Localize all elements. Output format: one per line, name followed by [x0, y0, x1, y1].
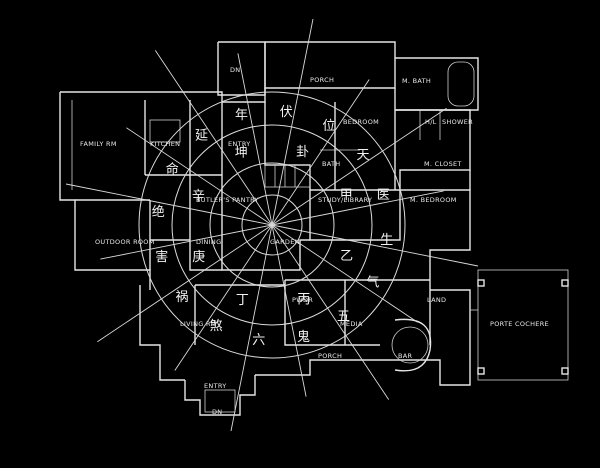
trigram-char: 祸 — [176, 290, 189, 305]
compass-ray — [100, 224, 273, 260]
label-bath: BATH — [322, 160, 340, 168]
label-butlers-pantry: BUTLER'S PANTRY — [196, 196, 259, 204]
trigram-char: 年 — [235, 108, 248, 123]
trigram-char: 煞 — [210, 319, 223, 334]
bagua-compass — [65, 18, 479, 432]
compass-ray — [271, 79, 370, 226]
label-m-closet: M. CLOSET — [424, 160, 462, 168]
label-family-rm: FAMILY RM — [80, 140, 117, 148]
trigram-char: 伏 — [280, 105, 293, 120]
compass-ray — [271, 224, 418, 323]
trigram-char: 命 — [166, 162, 179, 178]
label-dn-top: DN — [230, 66, 240, 74]
label-m-bedroom: M. BEDROOM — [410, 196, 457, 204]
label-outdoor-room: OUTDOOR ROOM — [95, 238, 155, 246]
compass-ray — [154, 50, 273, 226]
trigram-char: 绝 — [152, 204, 165, 220]
label-hl: H/L — [425, 118, 437, 126]
palace-char: 甲 — [340, 188, 353, 203]
compass-ray — [237, 53, 273, 226]
label-dining: DINING — [196, 238, 221, 246]
palace-char: 丙 — [297, 293, 310, 308]
room-labels: PORCH M. BATH BEDROOM H/L SHOWER FAMILY … — [80, 66, 549, 416]
palace-char: 坤 — [235, 145, 248, 160]
trigram-char: 生 — [380, 233, 393, 248]
label-bar: BAR — [398, 352, 413, 360]
label-study-library: STUDY/LIBRARY — [318, 196, 372, 204]
label-porch-top: PORCH — [310, 76, 334, 84]
compass-ray — [271, 18, 314, 226]
label-kitchen: KITCHEN — [150, 140, 180, 148]
trigram-char: 鬼 — [297, 329, 310, 345]
palace-char: 辛 — [192, 189, 205, 204]
palace-char: 丁 — [236, 293, 249, 308]
compass-ring — [209, 162, 335, 288]
compass-ray — [97, 224, 273, 343]
compass-ring — [241, 194, 303, 256]
trigram-char: 六 — [252, 333, 265, 348]
trigram-char: 气 — [366, 274, 379, 290]
compass-ring — [171, 124, 373, 326]
compass-ray — [174, 224, 273, 371]
trigram-char: 医 — [377, 188, 390, 203]
label-dn-bottom: DN — [212, 408, 222, 416]
label-m-bath: M. BATH — [402, 77, 431, 85]
compass-ray — [271, 224, 390, 400]
plan-walls — [59, 41, 569, 416]
compass-ray — [271, 190, 444, 226]
compass-ray — [230, 224, 273, 432]
label-shower: SHOWER — [442, 118, 473, 126]
trigram-char: 位 — [322, 119, 335, 134]
compass-ring — [138, 91, 406, 359]
label-garden: GARDEN — [270, 238, 300, 246]
compass-ray — [126, 127, 273, 226]
trigram-char: 五 — [337, 310, 350, 325]
label-porte-cochere: PORTE COCHERE — [490, 320, 549, 328]
label-entry-bottom: ENTRY — [204, 382, 227, 390]
palace-char: 卦 — [296, 145, 309, 160]
palace-char: 庚 — [192, 249, 205, 265]
compass-ray — [271, 224, 307, 397]
trigram-char: 延 — [195, 129, 208, 144]
palace-char: 乙 — [340, 249, 353, 264]
compass-ray — [271, 107, 447, 226]
label-entry-top: ENTRY — [228, 140, 251, 148]
label-living-rm: LIVING RM — [180, 320, 217, 328]
compass-ray — [271, 224, 479, 267]
trigram-char: 天 — [357, 148, 370, 163]
label-bedroom: BEDROOM — [343, 118, 379, 126]
trigram-char: 害 — [155, 249, 168, 265]
label-land: LAND — [427, 296, 446, 304]
compass-ray — [65, 183, 273, 226]
label-porch-bottom: PORCH — [318, 352, 342, 360]
label-media: MEDIA — [340, 320, 363, 328]
label-pwdr: PWDR — [292, 296, 313, 304]
